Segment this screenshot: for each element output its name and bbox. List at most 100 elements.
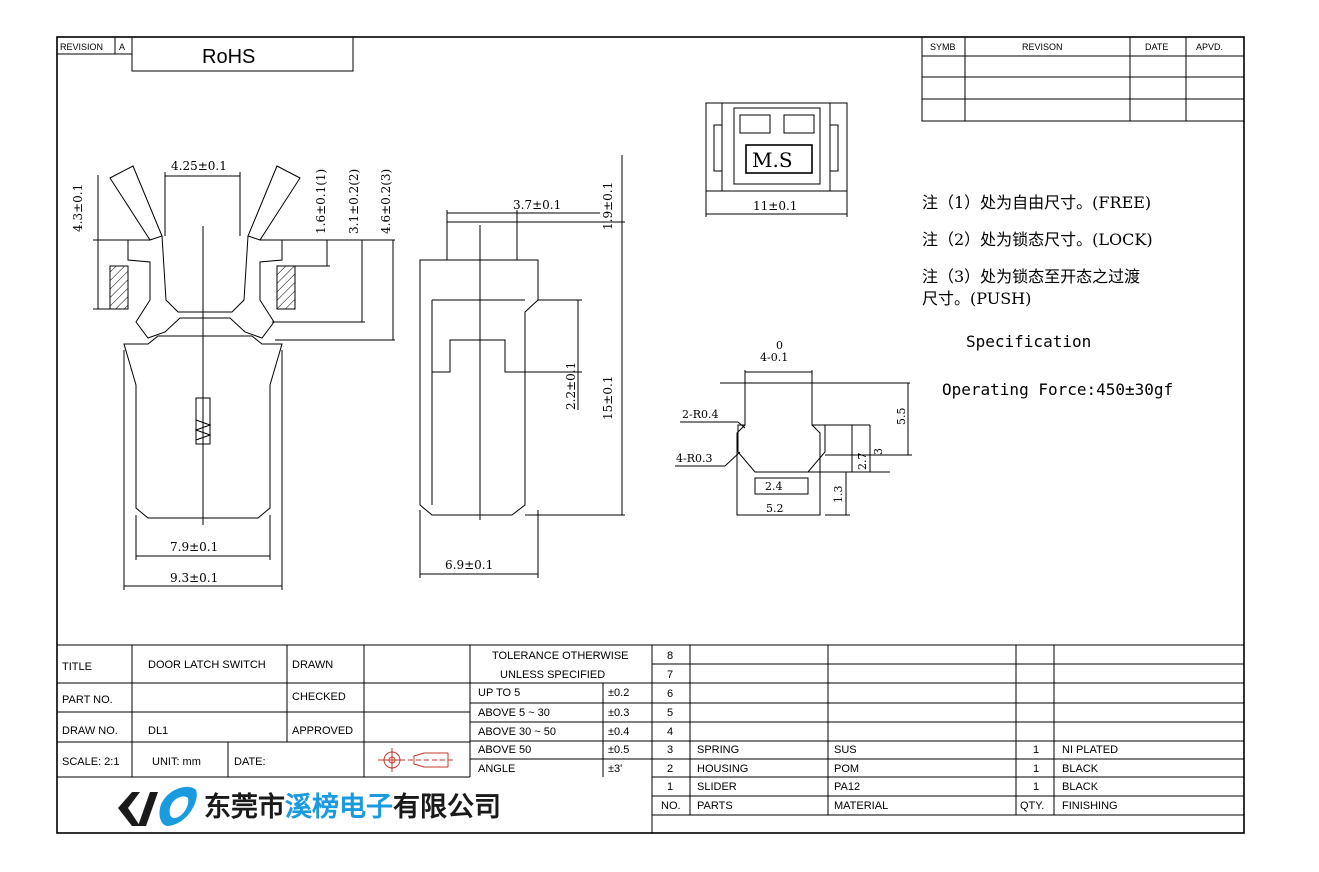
part-no-7: 7 (667, 669, 673, 681)
spring-wing-left (109, 165, 163, 241)
scale-label: SCALE: 2:1 (62, 756, 119, 768)
rev-header-revison: REVISON (1022, 42, 1063, 52)
part-qty-2: 1 (1033, 763, 1039, 775)
dim-cutout-w1: 2.4 (765, 480, 783, 493)
parts-header-finishing: FINISHING (1062, 800, 1118, 812)
revision-label: REVISION (60, 42, 103, 52)
tolerance-rows: UP TO 5 ±0.2 ABOVE 5 ~ 30 ±0.3 ABOVE 30 … (478, 687, 629, 775)
part-no-8: 8 (667, 650, 673, 662)
revision-table: SYMB REVISON DATE APVD. (921, 36, 1245, 122)
dim-outer-width: 9.3±0.1 (170, 571, 218, 585)
title-label: TITLE (62, 661, 92, 673)
dim-cutout-radius-1: 2-R0.4 (682, 408, 719, 421)
dim-left-height: 4.3±0.1 (71, 184, 85, 232)
part-no-1: 1 (667, 781, 673, 793)
ms-mark: M.S (752, 148, 793, 172)
parts-header-no: NO. (661, 800, 681, 812)
rev-header-date: DATE (1145, 42, 1168, 52)
dim-push: 4.6±0.2(3) (379, 169, 393, 234)
panel-hatch-right (276, 265, 296, 310)
spring-contour (127, 239, 283, 339)
dim-side-top-height: 1.9±0.1 (601, 182, 615, 230)
part-material-1: PA12 (834, 781, 860, 793)
parts-header-parts: PARTS (697, 800, 733, 812)
date-label: DATE: (234, 756, 266, 768)
tolerance-header-2: UNLESS SPECIFIED (500, 669, 605, 681)
top-view-outline (705, 102, 848, 192)
tol-range-4: ANGLE (478, 763, 515, 775)
unit-label: UNIT: mm (152, 756, 201, 768)
draw-no-label: DRAW NO. (62, 725, 118, 737)
checked-label: CHECKED (292, 691, 346, 703)
part-qty-1: 1 (1033, 781, 1039, 793)
dim-cutout-h1: 2.7 (856, 453, 869, 471)
part-no-3: 3 (667, 744, 673, 756)
parts-header-qty: QTY. (1020, 800, 1044, 812)
dim-cutout-h3: 5.5 (895, 408, 908, 426)
tol-value-0: ±0.2 (608, 687, 629, 699)
dim-side-bottom-width: 6.9±0.1 (445, 558, 493, 572)
dim-top-view-width: 11±0.1 (753, 199, 797, 213)
dim-cutout-top-width: 4-0.1 (760, 351, 788, 364)
tol-range-2: ABOVE 30 ~ 50 (478, 726, 556, 738)
part-name-2: HOUSING (697, 763, 748, 775)
drawn-label: DRAWN (292, 659, 333, 671)
company-name-part-a: 东莞市 (204, 791, 285, 822)
approved-label: APPROVED (292, 725, 353, 737)
tol-range-3: ABOVE 50 (478, 744, 531, 756)
tol-value-2: ±0.4 (608, 726, 629, 738)
title-block: TITLE DOOR LATCH SWITCH DRAWN PART NO. C… (57, 644, 1244, 833)
panel-hatch-left (109, 265, 129, 310)
tolerance-header-1: TOLERANCE OTHERWISE (492, 650, 629, 662)
parts-header-material: MATERIAL (834, 800, 888, 812)
note-2: 注（2）处为锁态尺寸。(LOCK) (922, 230, 1153, 249)
rev-header-apvd: APVD. (1196, 42, 1223, 52)
dim-cutout-h4: 1.3 (832, 486, 845, 504)
dim-top-width: 4.25±0.1 (171, 159, 227, 173)
spring-wing-right (247, 165, 301, 241)
tol-value-4: ±3' (608, 763, 622, 775)
part-qty-3: 1 (1033, 744, 1039, 756)
dim-side-slot-height: 2.2±0.1 (564, 362, 578, 410)
spec-title: Specification (966, 332, 1091, 351)
company-name-part-c: 有限公司 (393, 792, 501, 822)
dim-lock: 3.1±0.2(2) (347, 169, 361, 234)
note-3b: 尺寸。(PUSH) (922, 289, 1031, 308)
note-1: 注（1）处为自由尺寸。(FREE) (922, 193, 1151, 212)
company-logo-icon (118, 786, 197, 826)
projection-symbol-icon (378, 748, 455, 772)
cutout-outline-inner (737, 382, 826, 473)
dim-inner-width: 7.9±0.1 (170, 540, 218, 554)
part-name-3: SPRING (697, 744, 739, 756)
dim-cutout-w2: 5.2 (766, 502, 784, 515)
rev-header-symb: SYMB (930, 42, 956, 52)
dim-cutout-h2: 3 (872, 448, 885, 455)
part-material-2: POM (834, 763, 859, 775)
draw-no-value: DL1 (148, 725, 168, 737)
company-name: 东莞市溪榜电子有限公司 (204, 791, 501, 822)
side-slider-top (446, 221, 518, 261)
part-finish-1: BLACK (1062, 781, 1099, 793)
operating-force: Operating Force:450±30gf (942, 380, 1173, 399)
company-name-part-b: 溪榜电子 (285, 791, 393, 822)
part-no-6: 6 (667, 688, 673, 700)
part-no-5: 5 (667, 707, 673, 719)
part-finish-2: BLACK (1062, 763, 1099, 775)
tol-range-1: ABOVE 5 ~ 30 (478, 707, 550, 719)
note-3a: 注（3）处为锁态至开态之过渡 (922, 267, 1140, 286)
side-view: 3.7±0.1 1.9±0.1 2.2±0.1 15±0.1 6.9±0.1 (419, 155, 625, 578)
dim-free: 1.6±0.1(1) (314, 169, 328, 234)
front-view: 4.25±0.1 4.3±0.1 1.6±0.1(1) 3.1±0.2(2) 4… (71, 159, 395, 590)
part-no-4: 4 (667, 726, 673, 738)
part-no-label: PART NO. (62, 694, 113, 706)
dim-cutout-top-tol: 0 (776, 339, 783, 352)
notes: 注（1）处为自由尺寸。(FREE) 注（2）处为锁态尺寸。(LOCK) 注（3）… (922, 193, 1173, 399)
part-name-1: SLIDER (697, 781, 737, 793)
title-value: DOOR LATCH SWITCH (148, 659, 266, 671)
dim-side-total-height: 15±0.1 (601, 376, 615, 420)
tol-range-0: UP TO 5 (478, 687, 520, 699)
tol-value-3: ±0.5 (608, 744, 629, 756)
side-housing (419, 259, 539, 516)
side-slot (431, 300, 525, 373)
